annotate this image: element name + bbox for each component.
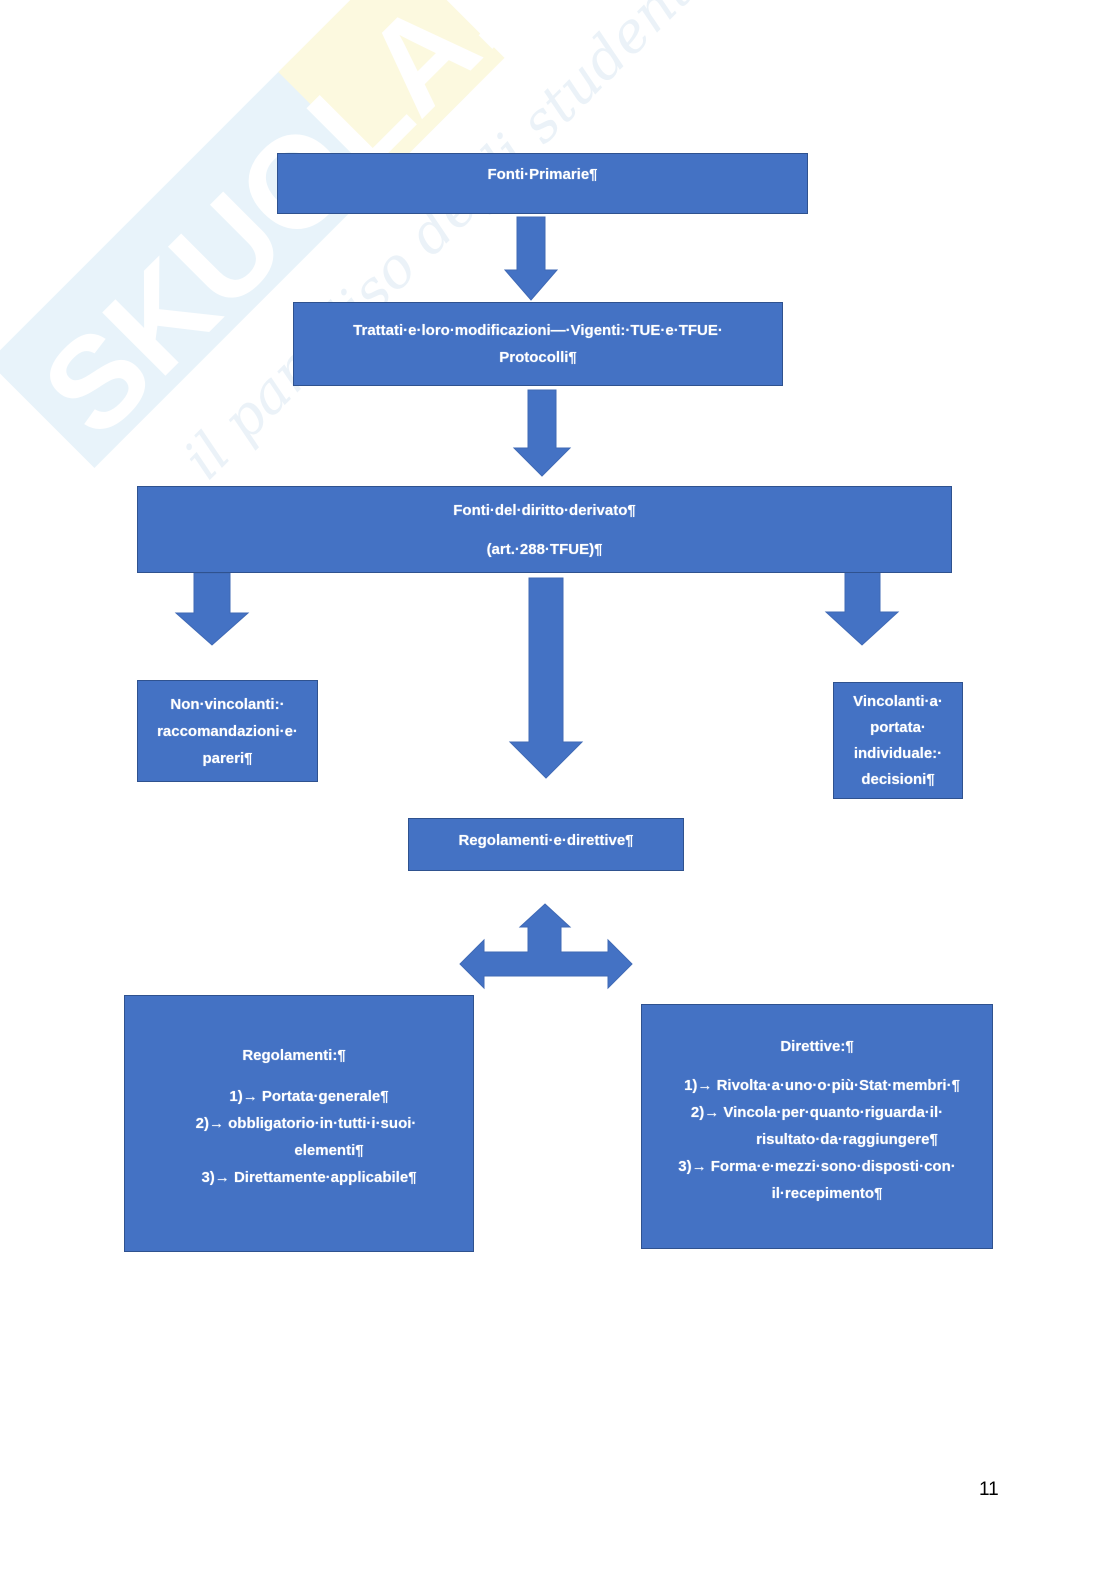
node-regolamenti-direttive: Regolamenti·e·direttive¶	[408, 818, 684, 871]
node-vincolanti-individuale: Vincolanti·a· portata· individuale:· dec…	[833, 682, 963, 799]
list-item: 2)→ Vincola·per·quanto·riguarda·il·	[690, 1104, 944, 1121]
list-item: risultato·da·raggiungere¶	[756, 1131, 938, 1148]
arrow-down-2	[512, 389, 572, 477]
arrow-down-1	[503, 216, 559, 301]
node-title: Direttive:¶	[780, 1038, 854, 1055]
node-trattati: Trattati·e·loro·modificazioni—·Vigenti:·…	[293, 302, 783, 386]
list-item: 2)→ obbligatorio·in·tutti·i·suoi·	[195, 1115, 417, 1132]
node-label: decisioni¶	[861, 770, 935, 788]
node-title: Regolamenti:¶	[242, 1047, 346, 1064]
node-diritto-derivato: Fonti·del·diritto·derivato¶ (art.·288·TF…	[137, 486, 952, 573]
node-label: Regolamenti·e·direttive¶	[458, 832, 634, 849]
node-label: Non·vincolanti:·	[170, 695, 285, 713]
node-fonti-primarie: Fonti·Primarie¶	[277, 153, 808, 214]
node-non-vincolanti: Non·vincolanti:· raccomandazioni·e· pare…	[137, 680, 318, 782]
page-number: 11	[979, 1479, 999, 1500]
node-label: portata·	[870, 718, 926, 736]
watermark-tagline: il paradiso degli studenti	[172, 0, 719, 492]
node-regolamenti: Regolamenti:¶ 1)→ Portata·generale¶ 2)→ …	[124, 995, 474, 1252]
arrow-left-right-up	[459, 903, 633, 990]
node-label: Vincolanti·a·	[853, 692, 943, 710]
list-item: elementi¶	[294, 1142, 364, 1159]
node-direttive: Direttive:¶ 1)→ Rivolta·a·uno·o·più·Stat…	[641, 1004, 993, 1249]
node-label: Fonti·Primarie¶	[487, 166, 598, 183]
node-label: pareri¶	[202, 749, 253, 767]
list-item: 1)→ Rivolta·a·uno·o·più·Stat·membri·¶	[684, 1077, 960, 1094]
node-label: Trattati·e·loro·modificazioni—·Vigenti:·…	[353, 322, 723, 339]
arrow-down-right	[824, 565, 900, 646]
arrow-down-center	[508, 577, 584, 779]
node-label: (art.·288·TFUE)¶	[486, 540, 603, 558]
watermark-band-yellow	[278, 0, 505, 179]
watermark-brand: SKUOLA.net	[15, 0, 670, 463]
node-label: Fonti·del·diritto·derivato¶	[453, 501, 636, 519]
node-label: Protocolli¶	[499, 349, 577, 366]
arrow-down-left	[174, 572, 250, 646]
watermark-band	[0, 0, 470, 468]
list-item: 3)→ Forma·e·mezzi·sono·disposti·con·	[678, 1158, 956, 1175]
node-label: raccomandazioni·e·	[157, 722, 298, 740]
list-item: il·recepimento¶	[771, 1185, 883, 1202]
list-item: 3)→ Direttamente·applicabile¶	[201, 1169, 417, 1186]
node-label: individuale:·	[853, 744, 943, 762]
list-item: 1)→ Portata·generale¶	[229, 1088, 389, 1105]
